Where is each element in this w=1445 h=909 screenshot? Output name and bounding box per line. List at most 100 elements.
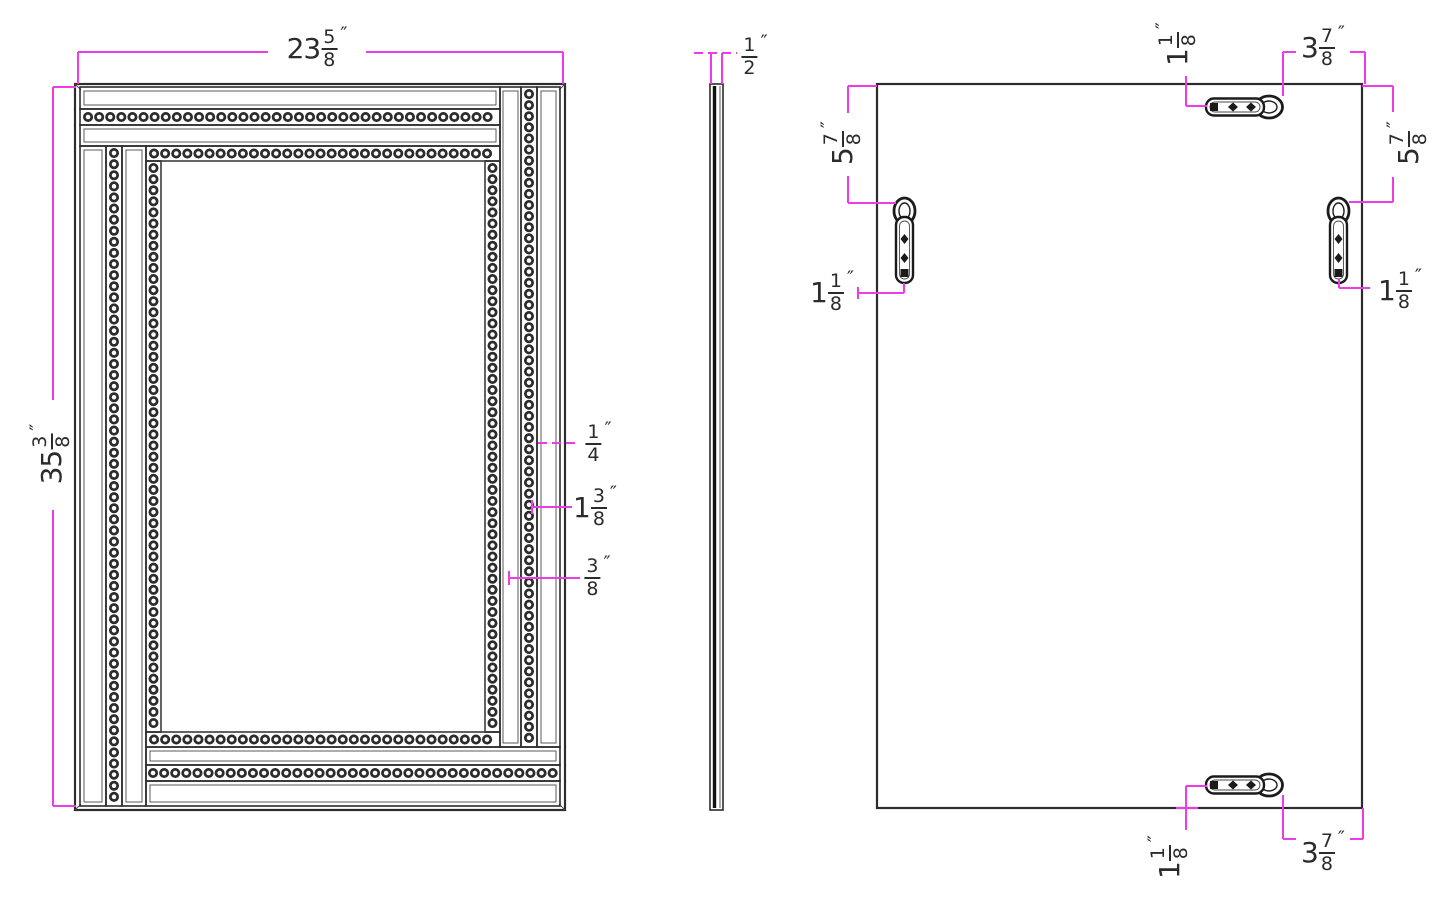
inch-mark: ″ [1152, 23, 1174, 30]
dim-numerator: 1 [585, 421, 602, 445]
side-view [709, 83, 724, 811]
dim-whole: 1 [1161, 49, 1194, 67]
keyhole-hanger-top-icon [1204, 94, 1284, 120]
dim-numerator: 1 [1155, 32, 1179, 49]
dim-fraction: 1 8 [1395, 268, 1412, 313]
frame-inner-bead-border [145, 145, 501, 748]
dim-denominator: 8 [52, 435, 74, 448]
dim-back-top-offset-left: 5 7 8 ″ [817, 122, 865, 166]
dim-line-back-corner-offset-top [1282, 51, 1366, 96]
dim-whole: 3 [1300, 31, 1319, 64]
dim-denominator: 8 [1170, 847, 1192, 860]
dim-whole: 1 [809, 276, 828, 309]
inch-mark: ″ [817, 122, 839, 129]
dim-numerator: 1 [827, 270, 844, 294]
dim-denominator: 8 [829, 293, 842, 315]
dim-numerator: 5 [321, 26, 338, 50]
inch-mark: ″ [609, 482, 617, 504]
dim-front-one-and-three-eighths: 1 3 8 ″ [573, 482, 617, 530]
mirror-glass [160, 160, 486, 733]
dim-denominator: 8 [586, 578, 599, 600]
dim-front-quarter-inch: 1 4 ″ [584, 418, 612, 466]
dim-numerator: 7 [1318, 830, 1335, 854]
dim-line-three-eighths [508, 571, 580, 585]
dim-line-back-corner-offset-bottom [1282, 795, 1364, 840]
dim-numerator: 1 [741, 34, 758, 58]
dim-line-back-edge-inset-top [1185, 76, 1207, 107]
dim-numerator: 1 [1395, 268, 1412, 292]
dim-denominator: 8 [1409, 133, 1431, 146]
dim-line-back-top-offset-right [1349, 85, 1394, 203]
inch-mark: ″ [604, 418, 611, 440]
dim-fraction: 3 8 [590, 485, 607, 530]
dim-back-edge-inset-left: 1 1 8 ″ [809, 267, 854, 315]
dim-numerator: 1 [1147, 845, 1171, 862]
dim-line-back-edge-inset-right [1338, 279, 1370, 289]
dim-line-back-edge-inset-bottom [1176, 785, 1207, 830]
dim-whole: 5 [826, 148, 859, 166]
dim-back-top-offset-right: 5 7 8 ″ [1383, 122, 1431, 166]
dim-numerator: 7 [820, 131, 844, 148]
dim-numerator: 3 [29, 433, 53, 450]
dim-fraction: 5 8 [321, 26, 338, 70]
dim-fraction: 3 8 [29, 433, 74, 450]
dim-denominator: 8 [592, 508, 605, 530]
dim-fraction: 3 8 [584, 557, 601, 600]
frame-left-band [79, 145, 147, 807]
dim-front-width: 23 5 8 ″ [287, 23, 348, 70]
frame-right-band [499, 86, 561, 748]
inch-mark: ″ [26, 425, 48, 431]
dim-fraction: 1 2 [741, 34, 758, 79]
dim-fraction: 1 8 [1147, 845, 1192, 862]
inch-mark: ″ [1337, 22, 1345, 44]
dim-back-edge-inset-top: 1 1 8 ″ [1152, 23, 1200, 67]
dim-back-corner-offset-bottom: 3 7 8 ″ [1300, 827, 1345, 875]
inch-mark: ″ [1414, 265, 1422, 287]
dim-whole: 35 [35, 450, 68, 485]
dim-line-one-three-eighths [531, 500, 572, 514]
dim-numerator: 7 [1386, 131, 1410, 148]
inch-mark: ″ [603, 552, 610, 574]
dim-numerator: 3 [590, 485, 607, 509]
dim-whole: 1 [1377, 274, 1396, 307]
inch-mark: ″ [846, 267, 854, 289]
dim-numerator: 7 [1318, 25, 1335, 49]
dim-line-front-width [77, 51, 564, 84]
dim-fraction: 1 8 [827, 270, 844, 315]
dim-front-three-eighths: 3 8 ″ [583, 552, 611, 600]
dim-line-front-height [52, 86, 76, 807]
dim-fraction: 7 8 [1318, 25, 1335, 69]
dim-line-side-ticks [710, 53, 723, 84]
keyhole-hanger-right-icon [1326, 196, 1351, 285]
inch-mark: ″ [1337, 827, 1345, 849]
dim-denominator: 8 [1320, 853, 1333, 875]
dim-back-edge-inset-bottom: 1 1 8 ″ [1144, 836, 1192, 880]
inch-mark: ″ [340, 23, 347, 45]
keyhole-hanger-bottom-icon [1204, 772, 1284, 798]
dim-denominator: 8 [1397, 291, 1410, 313]
dimension-lines [52, 51, 1394, 840]
inch-mark: ″ [1144, 836, 1166, 843]
dim-fraction: 7 8 [1318, 830, 1335, 875]
dim-line-back-edge-inset-left [857, 283, 905, 299]
dim-denominator: 2 [743, 57, 756, 79]
dim-fraction: 7 8 [820, 131, 865, 148]
keyhole-hanger-left-icon [892, 196, 917, 285]
dim-line-back-top-offset-left [847, 85, 896, 204]
dim-fraction: 1 8 [1155, 32, 1200, 49]
inch-mark: ″ [760, 31, 767, 53]
frame-top-band [79, 86, 501, 147]
dim-back-corner-offset-top: 3 7 8 ″ [1300, 22, 1345, 69]
inch-mark: ″ [1383, 122, 1405, 129]
dim-whole: 5 [1392, 148, 1425, 166]
dim-whole: 1 [1153, 862, 1186, 880]
dim-whole: 3 [1300, 836, 1319, 869]
dim-denominator: 4 [587, 444, 600, 466]
dim-front-height: 35 3 8 ″ [26, 425, 74, 485]
dim-denominator: 8 [843, 133, 865, 146]
frame-outer-border [73, 82, 567, 812]
dim-fraction: 1 4 [585, 421, 602, 466]
dim-fraction: 7 8 [1386, 131, 1431, 148]
